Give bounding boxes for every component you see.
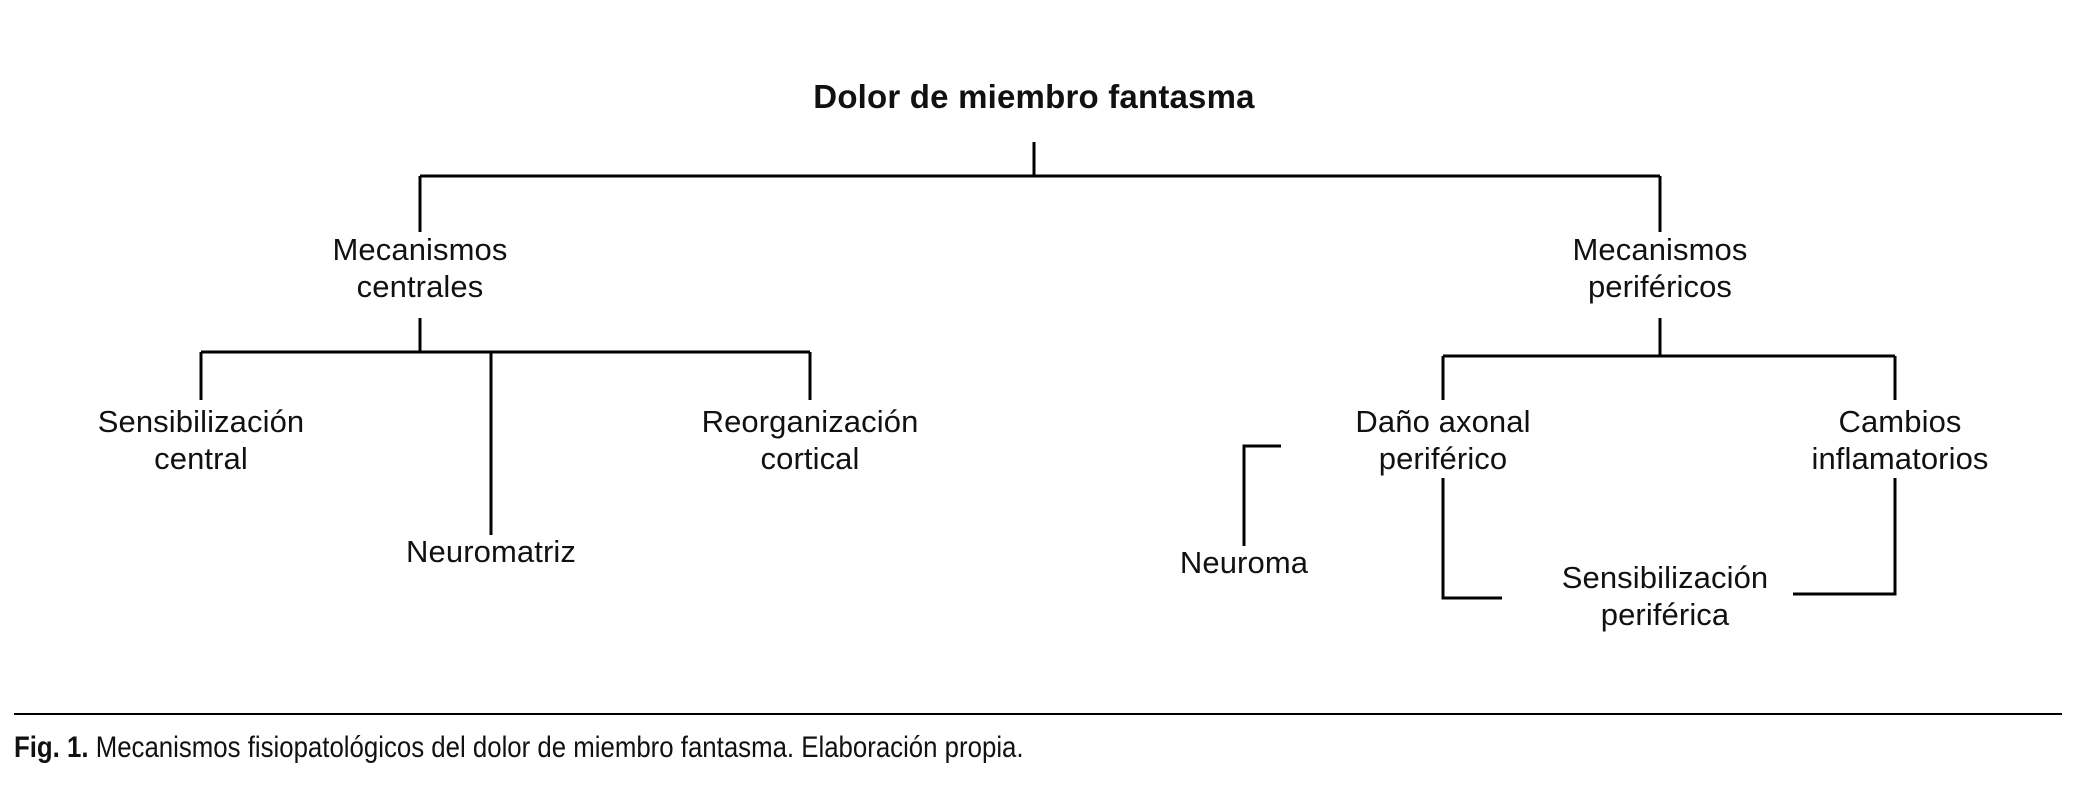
node-sensibilizacion-central: Sensibilización central — [97, 404, 305, 476]
node-root: Dolor de miembro fantasma — [813, 78, 1255, 115]
node-cambios-inflamatorios: Cambios inflamatorios — [1811, 404, 1989, 476]
node-neuroma: Neuroma — [1179, 545, 1309, 580]
node-dano-axonal-periferico: Daño axonal periférico — [1355, 404, 1531, 476]
caption-text: Mecanismos fisiopatológicos del dolor de… — [88, 731, 1024, 764]
node-sensibilizacion-periferica: Sensibilización periférica — [1561, 560, 1769, 632]
edge-to-neuroma — [1242, 444, 1281, 546]
caption-divider — [14, 713, 2062, 715]
node-mecanismos-perifericos: Mecanismos periféricos — [1572, 232, 1748, 304]
node-neuromatriz: Neuromatriz — [406, 534, 576, 569]
figure-caption: Fig. 1. Mecanismos fisiopatológicos del … — [14, 730, 1777, 766]
node-reorganizacion-cortical: Reorganización cortical — [701, 404, 919, 476]
caption-label: Fig. 1. — [14, 731, 89, 764]
node-mecanismos-centrales: Mecanismos centrales — [332, 232, 508, 304]
edge-axonal-to-peripheral-sensitization — [1441, 478, 1502, 600]
